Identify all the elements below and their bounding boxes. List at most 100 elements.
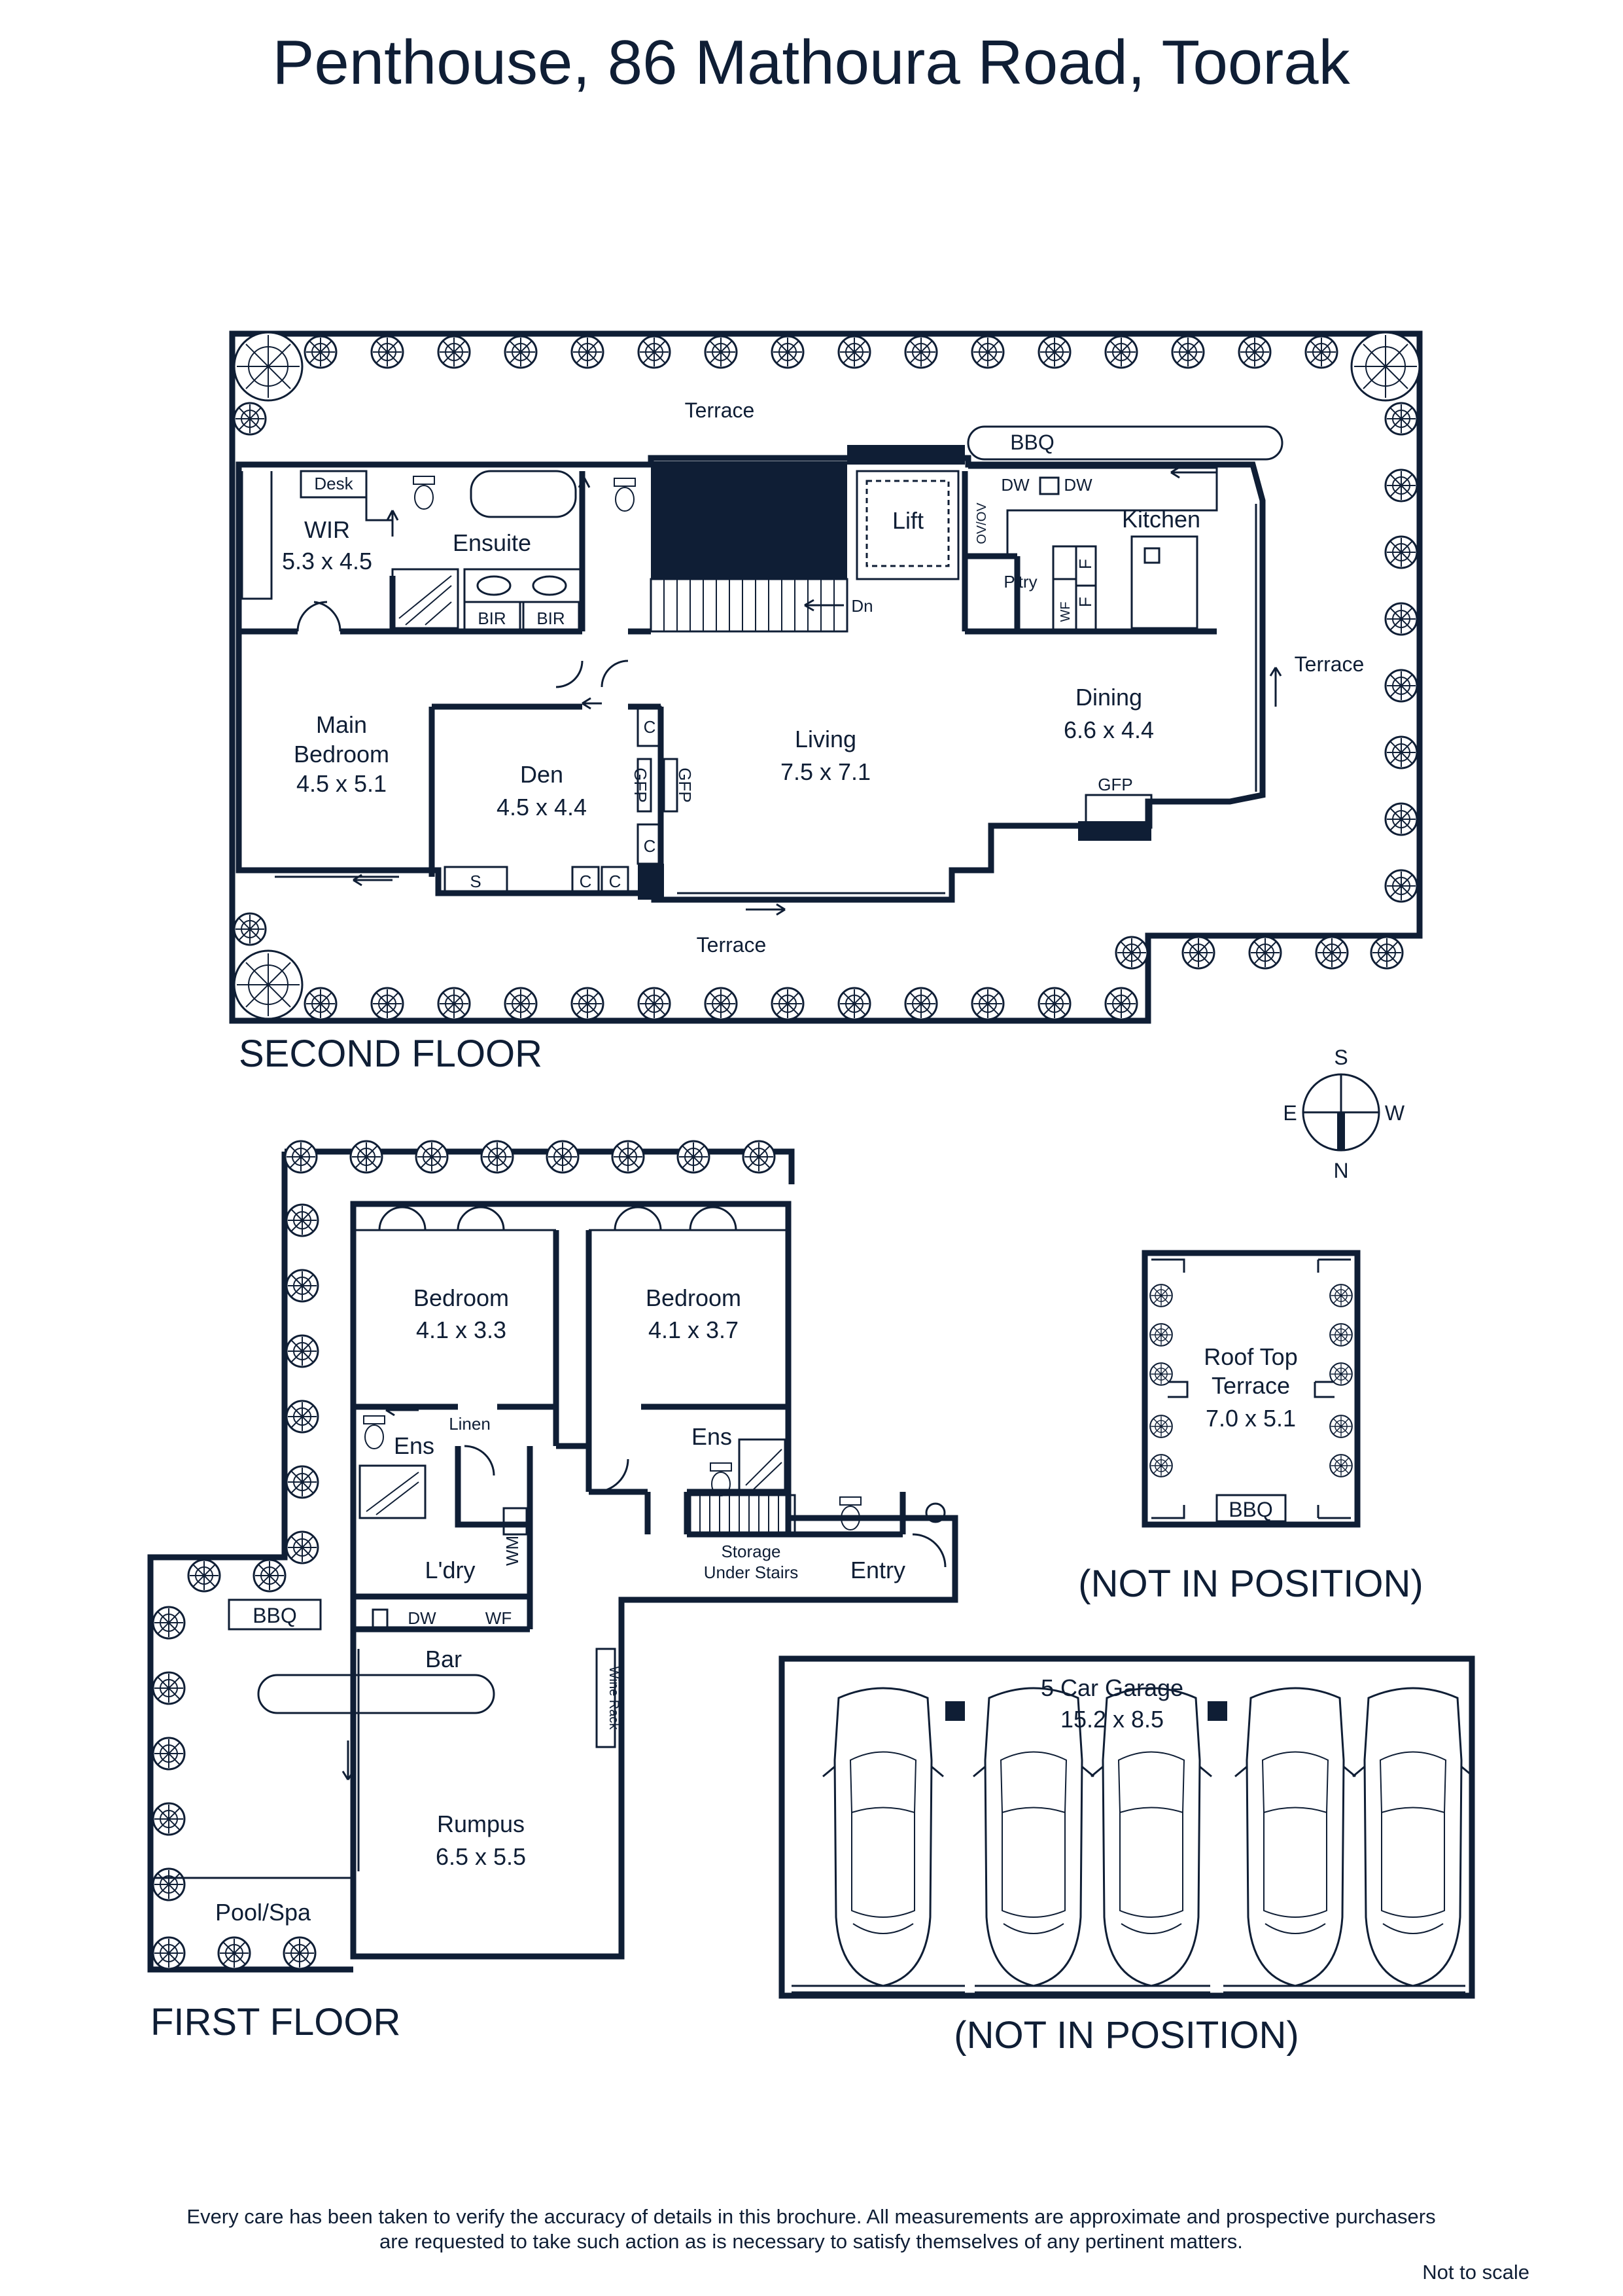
- toilet-entry: [839, 1496, 862, 1530]
- fridge-label-1: F: [1075, 559, 1095, 569]
- gfp-den-label: GFP: [631, 768, 650, 802]
- bedroom-1-size: 4.1 x 3.3: [416, 1316, 506, 1343]
- planter-shrubs: [233, 335, 1418, 1021]
- wf-label: WF: [1058, 601, 1073, 622]
- first-floor-label: FIRST FLOOR: [150, 2001, 400, 2043]
- tree-sw: [233, 949, 304, 1020]
- toilet-ens-1: [363, 1415, 385, 1449]
- car-2: [972, 1687, 1095, 1987]
- terrace-east-label: Terrace: [1295, 652, 1365, 676]
- car-3: [1090, 1687, 1213, 1987]
- car-1: [822, 1687, 945, 1987]
- car-4: [1234, 1687, 1357, 1987]
- bbq-bench: [967, 425, 1283, 461]
- second-floor-plan: Terrace BBQ Desk WIR 5.3 x 4.5 Ensuite B…: [229, 330, 1423, 1075]
- roof-terrace-plan: Roof Top Terrace 7.0 x 5.1 BBQ (NOT IN P…: [1078, 1250, 1423, 1605]
- lift-wall: [847, 445, 965, 465]
- compass-n: N: [1333, 1159, 1348, 1182]
- not-to-scale: Not to scale: [1422, 2261, 1529, 2284]
- shower-ens-1: [358, 1464, 427, 1519]
- living-size: 7.5 x 7.1: [780, 758, 871, 785]
- second-floor-stairs: [650, 578, 848, 633]
- bedroom-2-size: 4.1 x 3.7: [648, 1316, 739, 1343]
- bathtub: [470, 470, 577, 518]
- terrace-north-label: Terrace: [685, 398, 755, 422]
- laundry-label: L'dry: [425, 1557, 476, 1583]
- pool-label: Pool/Spa: [215, 1899, 311, 1926]
- wir-joinery: [241, 470, 393, 600]
- entry-label: Entry: [850, 1557, 905, 1583]
- main-bedroom-size: 4.5 x 5.1: [296, 770, 387, 797]
- bbq-label: BBQ: [1010, 431, 1055, 454]
- rumpus-label: Rumpus: [437, 1810, 525, 1837]
- desk-label: Desk: [314, 474, 353, 493]
- bedroom-2-label: Bedroom: [646, 1284, 741, 1311]
- disclaimer-line-1: Every care has been taken to verify the …: [186, 2205, 1435, 2228]
- garage-column-1: [945, 1701, 965, 1721]
- compass-e: E: [1283, 1101, 1297, 1125]
- dn-label: Dn: [851, 596, 873, 616]
- dw-first-label: DW: [408, 1608, 436, 1628]
- kitchen-island: [1130, 535, 1198, 629]
- car-5: [1352, 1687, 1475, 1987]
- toilet-powder: [614, 478, 636, 512]
- garage-note: (NOT IN POSITION): [954, 2014, 1299, 2057]
- wm-label: WM: [502, 1536, 522, 1566]
- ensuite-label: Ensuite: [453, 529, 531, 556]
- storage-s-label: S: [470, 872, 481, 891]
- compass-s: S: [1334, 1046, 1348, 1069]
- kitchen-bench: [968, 467, 1218, 556]
- compass: S E W N: [1283, 1046, 1405, 1182]
- lift-car: [865, 480, 950, 567]
- toilet-ensuite: [413, 476, 435, 510]
- dw-label-2: DW: [1064, 475, 1092, 495]
- tree-ne: [1350, 331, 1421, 402]
- wardrobe-doors-2: [589, 1206, 788, 1231]
- bir-label-2: BIR: [536, 609, 565, 628]
- tree-nw: [233, 331, 304, 402]
- storage-label-2: Under Stairs: [704, 1563, 799, 1582]
- bbq-first-label: BBQ: [253, 1604, 297, 1627]
- first-floor-plan: Bedroom 4.1 x 3.3 Bedroom 4.1 x 3.7 Line…: [147, 1140, 958, 2043]
- storage-label-1: Storage: [721, 1542, 780, 1561]
- ensuite-shower: [391, 568, 459, 629]
- closet-label-top: C: [644, 717, 656, 737]
- gfp-dining-label: GFP: [1098, 775, 1132, 794]
- wf-first-label: WF: [485, 1608, 512, 1628]
- wir-label: WIR: [304, 516, 350, 543]
- den-label: Den: [520, 761, 563, 788]
- linen-label: Linen: [449, 1414, 491, 1434]
- compass-w: W: [1385, 1101, 1405, 1125]
- garden-boundary: [147, 1148, 795, 1973]
- terrace-south-label: Terrace: [697, 933, 767, 957]
- wine-rack: [595, 1648, 616, 1748]
- living-label: Living: [795, 726, 856, 752]
- roof-terrace-label-2: Terrace: [1212, 1372, 1290, 1399]
- garage-label: 5 Car Garage: [1041, 1674, 1183, 1701]
- wardrobe-doors-1: [353, 1206, 556, 1231]
- wine-rack-label: Wine Rack: [606, 1667, 621, 1731]
- ens-2-label: Ens: [691, 1423, 732, 1450]
- closet-label-right: C: [609, 872, 621, 891]
- bir-label-1: BIR: [478, 609, 506, 628]
- roof-terrace-size: 7.0 x 5.1: [1206, 1405, 1296, 1432]
- lift-shaft: [856, 470, 960, 580]
- gfp-living-label: GFP: [675, 768, 695, 802]
- bar-counter: [257, 1674, 495, 1714]
- roof-terrace-note: (NOT IN POSITION): [1078, 1563, 1423, 1605]
- doors: [296, 601, 629, 688]
- ens-1-label: Ens: [394, 1432, 434, 1459]
- first-floor-stairs: [689, 1494, 796, 1536]
- disclaimer-line-2: are requested to take such action as is …: [379, 2230, 1243, 2253]
- ovov-label: OV/OV: [975, 503, 989, 544]
- glazing: [352, 1649, 608, 1958]
- wir-size: 5.3 x 4.5: [282, 548, 372, 574]
- page-title: Penthouse, 86 Mathoura Road, Toorak: [272, 27, 1350, 97]
- roof-terrace-label-1: Roof Top: [1204, 1343, 1297, 1370]
- shower-ens-2: [738, 1438, 786, 1493]
- windows: [275, 504, 1264, 901]
- kitchen-label: Kitchen: [1122, 506, 1200, 533]
- main-bedroom-label-2: Bedroom: [294, 741, 389, 768]
- pantry-label: P'try: [1003, 572, 1037, 592]
